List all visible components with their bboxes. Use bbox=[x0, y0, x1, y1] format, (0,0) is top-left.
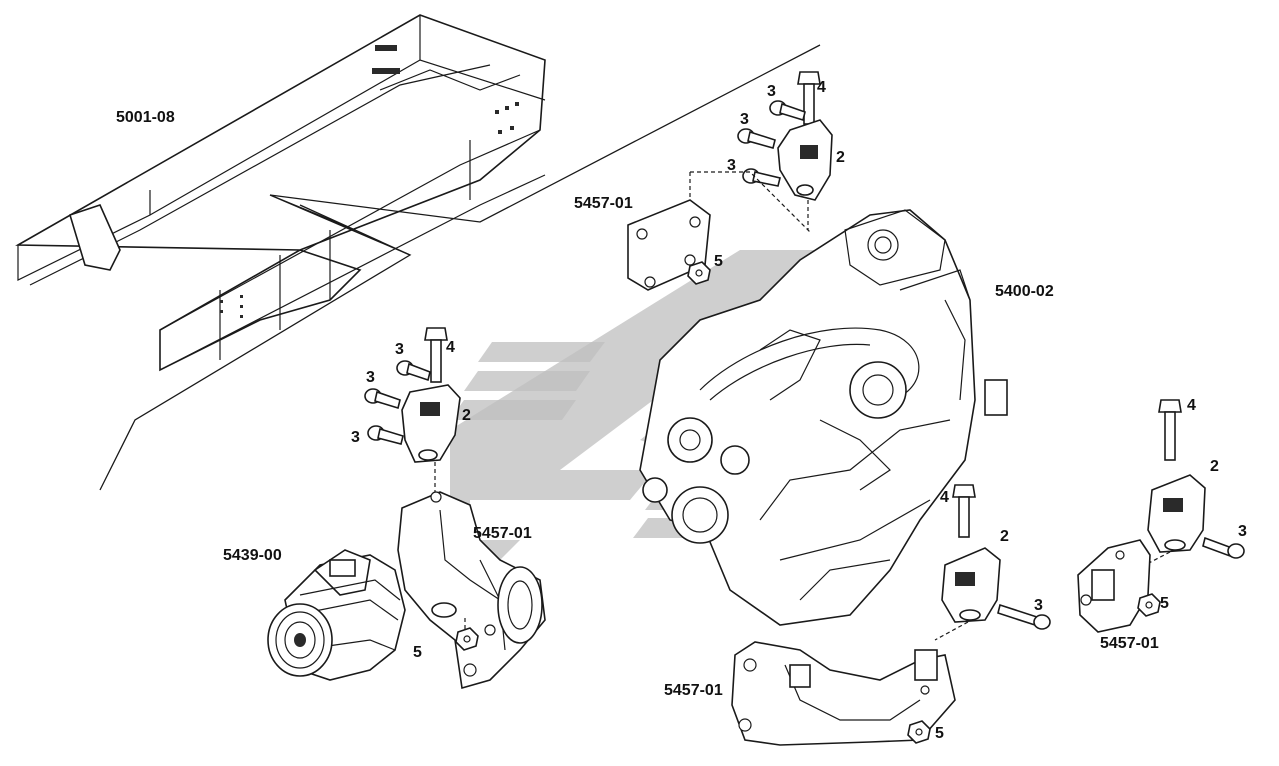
top-mount-cushion bbox=[777, 119, 833, 201]
left-nut bbox=[455, 627, 479, 651]
mid-short-bolt bbox=[997, 603, 1051, 630]
label-mid-bolt-long: 4 bbox=[940, 489, 949, 506]
label-frame-rail: 5001-08 bbox=[116, 109, 175, 126]
left-short-bolt-a bbox=[396, 360, 431, 382]
left-mount-cushion bbox=[401, 384, 461, 463]
mid-mount-group bbox=[731, 484, 1051, 746]
label-right-bolt-long: 4 bbox=[1187, 397, 1196, 414]
top-short-bolt-a bbox=[769, 100, 806, 122]
label-top-bolt-long: 4 bbox=[817, 79, 826, 96]
engine-block bbox=[639, 209, 1008, 626]
label-mid-cushion: 2 bbox=[1000, 528, 1009, 545]
label-top-bolt-c: 3 bbox=[727, 157, 736, 174]
label-engine: 5400-02 bbox=[995, 283, 1054, 300]
label-left-bolt-c: 3 bbox=[351, 429, 360, 446]
label-top-bolt-a: 3 bbox=[767, 83, 776, 100]
right-bracket bbox=[1077, 539, 1151, 633]
bottom-nut bbox=[907, 720, 931, 744]
top-short-bolt-b bbox=[737, 128, 776, 149]
left-short-bolt-b bbox=[364, 388, 401, 410]
mid-long-bolt bbox=[952, 484, 976, 538]
label-right-nut: 5 bbox=[1160, 595, 1169, 612]
left-bracket bbox=[397, 491, 546, 690]
label-bottom-nut: 5 bbox=[935, 725, 944, 742]
compressor bbox=[267, 549, 406, 681]
label-left-bolt-long: 4 bbox=[446, 339, 455, 356]
label-right-bolt: 3 bbox=[1238, 523, 1247, 540]
label-top-bolt-b: 3 bbox=[740, 111, 749, 128]
right-short-bolt bbox=[1202, 536, 1245, 559]
left-mount-group bbox=[364, 327, 546, 690]
top-long-bolt bbox=[797, 71, 821, 125]
label-left-bolt-a: 3 bbox=[395, 341, 404, 358]
top-mount-group bbox=[627, 71, 833, 291]
right-mount-cushion bbox=[1147, 474, 1206, 553]
top-short-bolt-c bbox=[742, 168, 781, 187]
right-mount-group bbox=[1077, 399, 1245, 633]
label-top-bracket: 5457-01 bbox=[574, 195, 633, 212]
label-left-cushion: 2 bbox=[462, 407, 471, 424]
label-right-cushion: 2 bbox=[1210, 458, 1219, 475]
right-nut bbox=[1137, 593, 1161, 617]
bottom-bracket bbox=[731, 641, 956, 746]
label-bottom-bracket: 5457-01 bbox=[664, 682, 723, 699]
label-left-nut: 5 bbox=[413, 644, 422, 661]
label-right-bracket: 5457-01 bbox=[1100, 635, 1159, 652]
label-compressor: 5439-00 bbox=[223, 547, 282, 564]
mid-mount-cushion bbox=[941, 547, 1001, 623]
left-bracket-cushion-pad bbox=[431, 602, 457, 618]
right-long-bolt bbox=[1158, 399, 1182, 461]
frame-rail-leader-lines bbox=[99, 44, 821, 491]
label-top-cushion: 2 bbox=[836, 149, 845, 166]
label-left-bracket: 5457-01 bbox=[473, 525, 532, 542]
left-short-bolt-c bbox=[367, 425, 404, 445]
label-mid-bolt: 3 bbox=[1034, 597, 1043, 614]
left-long-bolt bbox=[424, 327, 448, 383]
top-nut bbox=[687, 261, 711, 285]
frame-rail bbox=[15, 14, 546, 372]
label-top-nut: 5 bbox=[714, 253, 723, 270]
label-left-bolt-b: 3 bbox=[366, 369, 375, 386]
